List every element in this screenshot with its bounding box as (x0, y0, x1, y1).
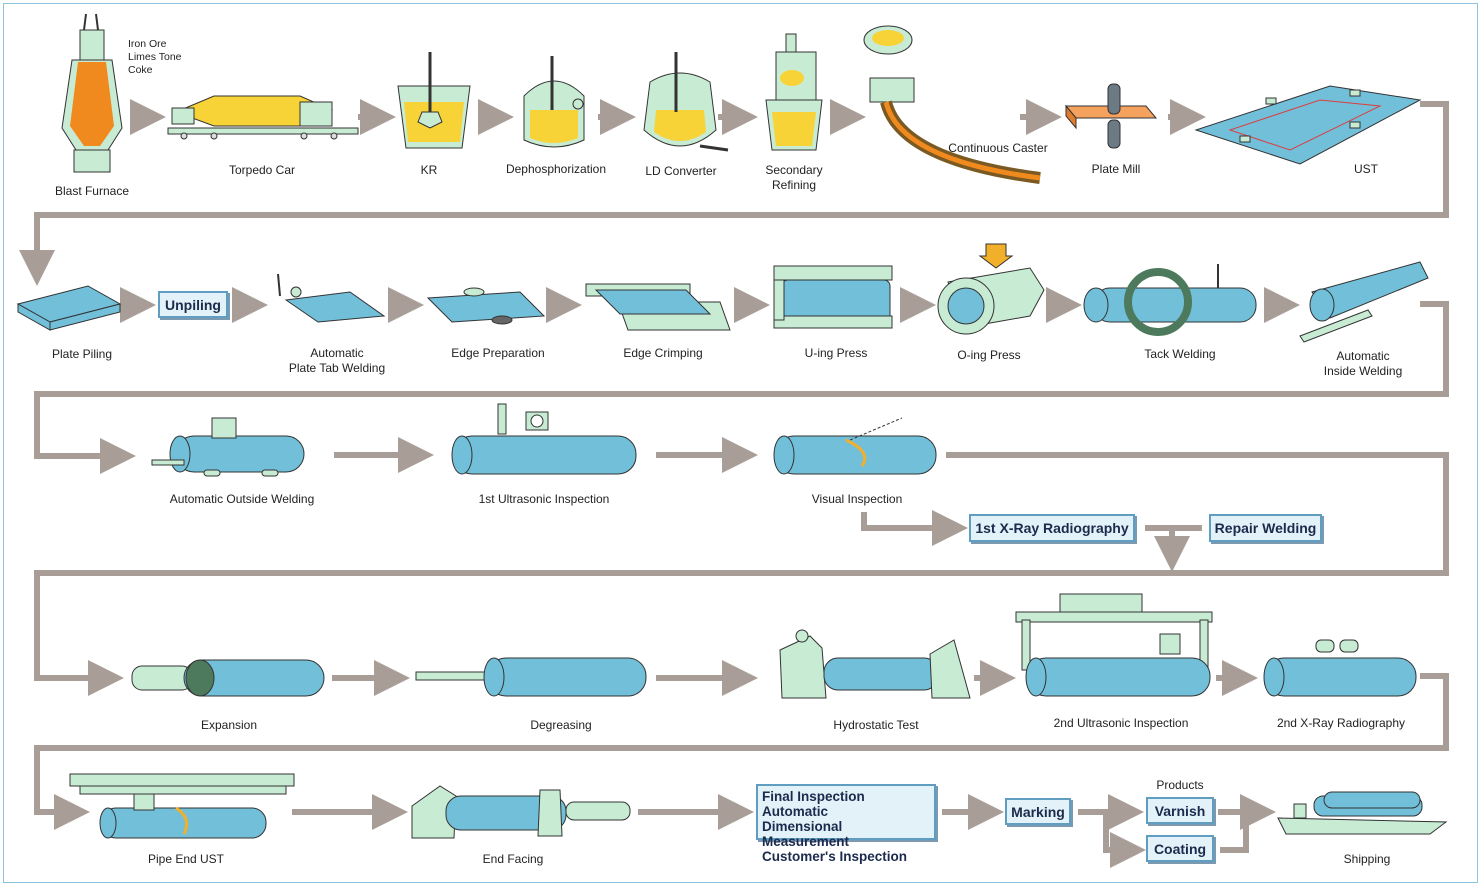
pipe-end-ust-illustration (69, 773, 295, 839)
label-secondary-refining: Secondary Refining (748, 163, 840, 193)
ust-illustration (1194, 85, 1422, 165)
expansion-illustration (131, 659, 325, 697)
label-plate-tab-welding: Automatic Plate Tab Welding (276, 346, 398, 376)
label-plate-piling: Plate Piling (51, 347, 113, 361)
label-torpedo-car: Torpedo Car (228, 163, 296, 177)
hydrostatic-test-illustration (779, 629, 971, 699)
kr-ladle-illustration (397, 52, 471, 149)
inside-welding-illustration (1299, 261, 1429, 343)
diagram-frame (3, 3, 1478, 883)
final-inspection-box: Final Inspection Automatic Dimensional M… (756, 784, 936, 864)
varnish-box: Varnish (1146, 797, 1214, 824)
u-ing-press-illustration (773, 265, 893, 329)
label-outside-welding: Automatic Outside Welding (169, 492, 315, 506)
flow-lines (19, 99, 1449, 868)
plate-tab-welding-illustration (277, 273, 386, 323)
label-hydrostatic-test: Hydrostatic Test (833, 718, 919, 732)
label-blast-furnace: Blast Furnace (54, 184, 130, 198)
coating-box: Coating (1146, 835, 1214, 862)
final-inspection-line1: Final Inspection Automatic (762, 789, 865, 819)
label-inside-welding-line1: Automatic (1336, 349, 1390, 363)
label-inside-welding: Automatic Inside Welding (1312, 349, 1414, 379)
label-visual-inspection: Visual Inspection (811, 492, 903, 506)
final-inspection-line2: Dimensional Measurement (762, 819, 850, 849)
raw-materials-list: Iron Ore Limes Tone Coke (128, 38, 182, 77)
shipping-illustration (1277, 791, 1448, 835)
raw-material-coke: Coke (128, 64, 153, 76)
blast-furnace-illustration (61, 13, 123, 173)
label-degreasing: Degreasing (530, 718, 592, 732)
edge-crimping-illustration (585, 283, 731, 331)
ultrasonic-1-illustration (451, 403, 637, 475)
xray-1-box: 1st X-Ray Radiography (969, 514, 1135, 542)
xray-2-illustration (1263, 639, 1417, 697)
label-end-facing: End Facing (482, 852, 544, 866)
degreasing-illustration (415, 657, 647, 697)
label-o-ing-press: O-ing Press (957, 348, 1021, 362)
label-ultrasonic-1: 1st Ultrasonic Inspection (478, 492, 610, 506)
end-facing-illustration (411, 785, 631, 839)
tack-welding-illustration (1083, 264, 1257, 336)
raw-material-limestone: Limes Tone (128, 51, 182, 63)
label-ultrasonic-2: 2nd Ultrasonic Inspection (1053, 716, 1189, 730)
marking-box: Marking (1005, 798, 1071, 825)
label-pipe-end-ust: Pipe End UST (147, 852, 225, 866)
label-u-ing-press: U-ing Press (804, 346, 868, 360)
torpedo-car-illustration (167, 95, 359, 140)
label-secondary-refining-line2: Refining (771, 178, 817, 192)
label-xray-2: 2nd X-Ray Radiography (1276, 716, 1406, 730)
secondary-refining-illustration (765, 33, 823, 151)
label-tack-welding: Tack Welding (1144, 347, 1216, 361)
plate-piling-illustration (16, 285, 122, 331)
label-inside-welding-line2: Inside Welding (1323, 364, 1403, 378)
label-dephosphorization: Dephosphorization (505, 162, 607, 176)
ld-converter-illustration (643, 52, 729, 152)
label-plate-tab-welding-line1: Automatic (310, 346, 364, 360)
edge-preparation-illustration (426, 287, 546, 325)
label-secondary-refining-line1: Secondary (765, 163, 823, 177)
label-edge-preparation: Edge Preparation (451, 346, 545, 360)
label-products: Products (1156, 778, 1204, 792)
final-inspection-line3: Customer's Inspection (762, 849, 907, 864)
o-ing-press-illustration (937, 243, 1045, 335)
label-shipping: Shipping (1343, 852, 1391, 866)
outside-welding-illustration (151, 417, 305, 477)
ultrasonic-2-illustration (1015, 593, 1213, 697)
label-continuous-caster: Continuous Caster (948, 141, 1048, 155)
repair-welding-box: Repair Welding (1209, 514, 1322, 542)
continuous-caster-illustration (863, 25, 1041, 184)
unpiling-box: Unpiling (158, 291, 228, 318)
dephosphorization-illustration (523, 56, 585, 148)
label-expansion: Expansion (200, 718, 258, 732)
label-kr: KR (420, 163, 438, 177)
label-plate-tab-welding-line2: Plate Tab Welding (288, 361, 386, 375)
raw-material-iron-ore: Iron Ore (128, 38, 167, 50)
label-plate-mill: Plate Mill (1091, 162, 1141, 176)
label-edge-crimping: Edge Crimping (623, 346, 703, 360)
label-ld-converter: LD Converter (645, 164, 717, 178)
visual-inspection-illustration (773, 417, 937, 475)
plate-mill-illustration (1064, 83, 1158, 149)
label-ust: UST (1354, 162, 1378, 176)
